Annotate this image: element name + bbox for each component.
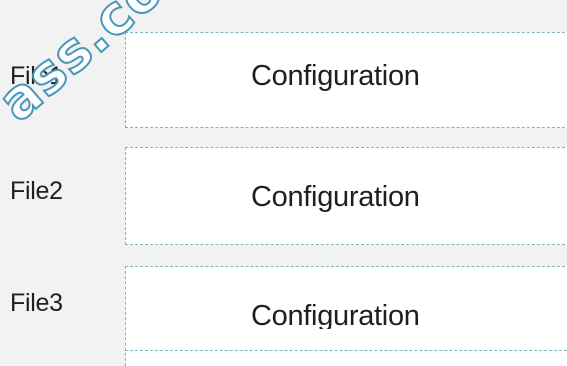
zone-text-file2: Configuration [251, 181, 420, 213]
zone-text-file1: Configuration [251, 60, 420, 92]
zone-text-file3: Configuration [251, 300, 420, 329]
drop-zone-file3[interactable]: Configuration [125, 266, 567, 366]
row-label-file2: File2 [10, 177, 63, 205]
row-label-file1: File1 [10, 62, 63, 90]
drop-zone-file1[interactable]: Configuration [125, 32, 567, 128]
drop-zone-bottom-border [125, 350, 567, 351]
row-label-file3: File3 [10, 289, 63, 317]
drop-zone-file2[interactable]: Configuration [125, 147, 567, 245]
